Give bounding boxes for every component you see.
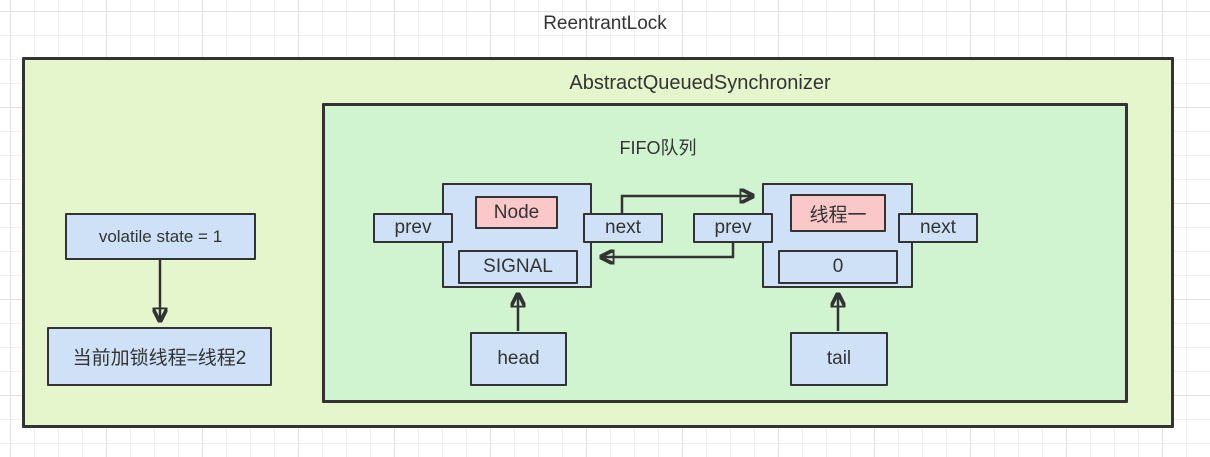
node1-prev-box: prev [373,213,453,243]
node2-next-box: next [898,213,978,243]
fifo-queue-label: FIFO队列 [619,138,697,158]
head-pointer-box: head [470,332,567,386]
node2-type-box: 线程一 [790,194,886,232]
node2-prev-box: prev [693,213,773,243]
diagram-title: ReentrantLock [543,13,667,34]
node1-type-box: Node [475,196,558,229]
node1-waitstatus-box: SIGNAL [458,250,578,284]
aqs-label: AbstractQueuedSynchronizer [569,72,831,94]
volatile-state-box: volatile state = 1 [65,213,256,260]
tail-pointer-box: tail [790,332,888,386]
node1-next-box: next [583,213,663,243]
lock-owner-box: 当前加锁线程=线程2 [47,327,272,386]
node2-waitstatus-box: 0 [778,250,898,284]
